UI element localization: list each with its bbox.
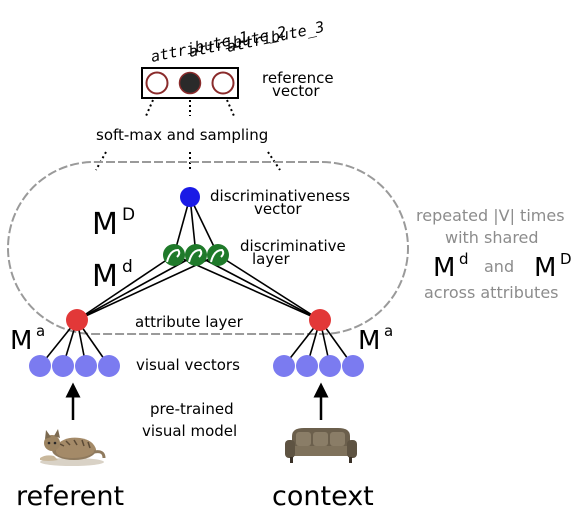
matrix-Ma-right-base: M: [358, 326, 380, 356]
matrix-Ma-left-base: M: [10, 326, 32, 356]
referent-label: referent: [16, 481, 124, 506]
side-note: repeated |V| times with shared M d and M…: [416, 206, 572, 302]
matrix-Ma-right-sup: a: [384, 322, 393, 340]
visual-node: [296, 355, 318, 377]
discriminative-layer-nodes: [163, 244, 229, 266]
visual-vector-right: [273, 355, 364, 377]
matrix-Ma-right-label: M a: [358, 322, 393, 356]
side-note-line2: with shared: [445, 228, 539, 247]
reference-vector: [141, 67, 239, 99]
reference-vector-unit-3: [211, 71, 235, 95]
visual-vectors-label: visual vectors: [136, 356, 240, 374]
reference-dotted-links: [145, 99, 235, 117]
reference-vector-unit-1: [145, 71, 169, 95]
attribute-layer-label: attribute layer: [135, 313, 244, 331]
discriminativeness-label-line2: vector: [254, 200, 302, 218]
visual-vector-left: [29, 355, 120, 377]
reference-vector-label-line1: reference: [262, 69, 334, 87]
side-note-MD-sup: D: [560, 250, 572, 268]
visual-node: [342, 355, 364, 377]
discriminative-node-2: [185, 244, 207, 266]
visual-node: [52, 355, 74, 377]
reference-vector-unit-2: [178, 71, 202, 95]
reference-vector-label-line2: vector: [272, 82, 320, 100]
matrix-Ma-left-label: M a: [10, 322, 45, 356]
discriminativeness-label-line1: discriminativeness: [210, 187, 350, 205]
discriminative-node-1: [163, 244, 185, 266]
discriminative-layer-label-line1: discriminative: [240, 237, 346, 255]
side-note-line4: across attributes: [424, 283, 559, 302]
matrix-MD-base: M: [92, 207, 118, 242]
softmax-sampling-label: soft-max and sampling: [96, 126, 268, 144]
matrix-MD-label: M D: [92, 205, 135, 242]
side-note-line1: repeated |V| times: [416, 206, 565, 225]
matrix-Md-sup: d: [122, 257, 133, 277]
side-note-Md-sup: d: [459, 250, 469, 268]
discriminative-layer-label-line2: layer: [252, 250, 290, 268]
visual-node: [98, 355, 120, 377]
network-connections: [39, 196, 354, 367]
side-note-Md-base: M: [433, 253, 455, 283]
discriminativeness-node: [180, 187, 200, 207]
visual-node: [75, 355, 97, 377]
discriminative-node-2-glyph: [188, 248, 203, 263]
shared-parameter-outline: [7, 161, 409, 335]
matrix-Ma-left-sup: a: [36, 322, 45, 340]
sofa-photo: [285, 428, 357, 463]
attribute-label-3: attribute_3: [225, 18, 326, 56]
matrix-Md-base: M: [92, 259, 118, 294]
side-note-MD-base: M: [534, 253, 556, 283]
side-note-and: and: [484, 257, 514, 276]
attribute-node-left: [66, 309, 88, 331]
visual-node: [273, 355, 295, 377]
visual-node: [29, 355, 51, 377]
attribute-labels: attribute_1 attribute_2 attribute_3: [149, 18, 326, 66]
attribute-node-right: [309, 309, 331, 331]
matrix-Md-label: M d: [92, 257, 133, 294]
cat-photo: [40, 429, 106, 466]
matrix-MD-sup: D: [122, 205, 135, 225]
visual-node: [319, 355, 341, 377]
discriminative-node-1-glyph: [166, 248, 181, 263]
discriminative-node-3-glyph: [210, 248, 225, 263]
pretrained-model-label-line1: pre-trained: [150, 400, 234, 418]
context-label: context: [272, 481, 374, 506]
discriminative-node-3: [207, 244, 229, 266]
pretrained-model-label-line2: visual model: [142, 422, 237, 440]
